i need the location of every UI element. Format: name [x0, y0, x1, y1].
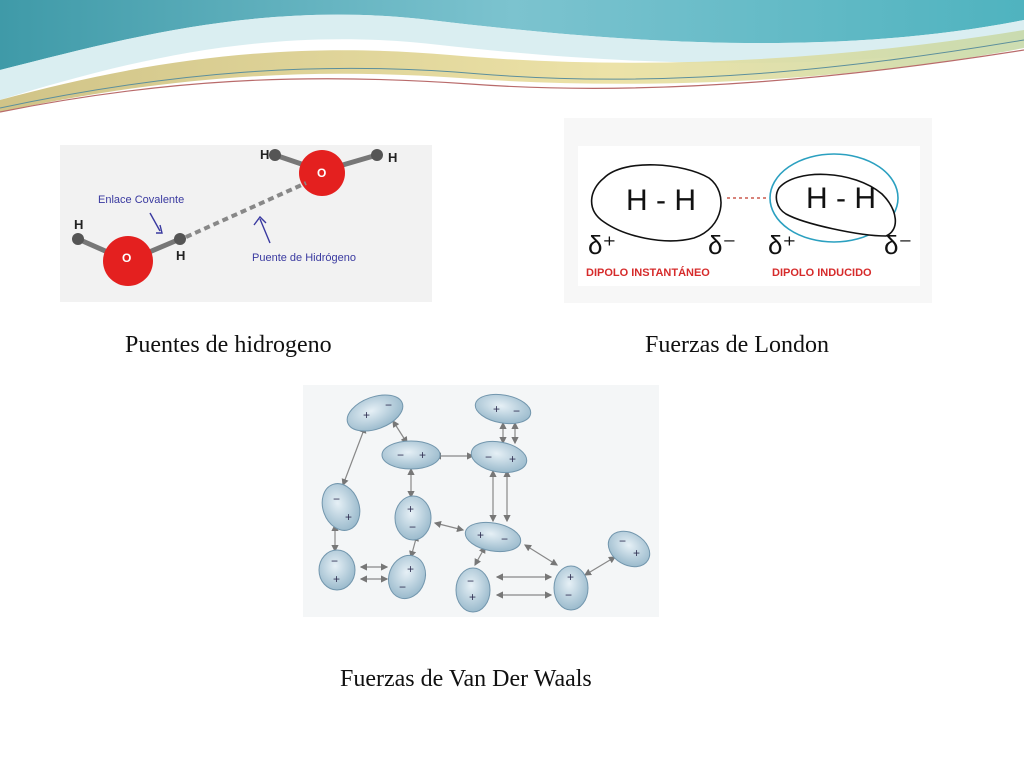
van-der-waals-caption: Fuerzas de Van Der Waals: [340, 666, 592, 692]
molecule-h2-label: H - H: [626, 184, 696, 217]
molecule-h2-label: H - H: [806, 182, 876, 215]
hydrogen-bond-label: Puente de Hidrógeno: [252, 252, 356, 264]
van-der-waals-diagram: + − + − − + − + − + + − + − − + + − − + …: [303, 385, 659, 617]
induced-dipole-label: DIPOLO INDUCIDO: [772, 267, 872, 279]
atom-h-label: H: [74, 217, 83, 232]
atom-h-label: H: [260, 147, 269, 162]
charge-minus: −: [331, 554, 338, 568]
charge-plus: +: [419, 448, 426, 462]
delta-plus-label: δ⁺: [588, 230, 616, 260]
charge-minus: −: [333, 492, 340, 506]
charge-minus: −: [513, 404, 520, 418]
hydrogen-bond-caption: Puentes de hidrogeno: [125, 332, 332, 358]
delta-minus-label: δ⁻: [884, 230, 912, 260]
atom-o-label: O: [122, 251, 131, 265]
hydrogen-bond-diagram: H H O H H O Enlace Covalente Puente de H…: [60, 145, 432, 302]
charge-plus: +: [407, 502, 414, 516]
charge-plus: +: [567, 570, 574, 584]
charge-minus: −: [565, 588, 572, 602]
charge-minus: −: [501, 532, 508, 546]
charge-minus: −: [399, 580, 406, 594]
charge-minus: −: [467, 574, 474, 588]
charge-minus: −: [409, 520, 416, 534]
charge-plus: +: [477, 528, 484, 542]
atom-o-label: O: [317, 166, 326, 180]
charge-plus: +: [333, 572, 340, 586]
charge-plus: +: [363, 408, 370, 422]
charge-plus: +: [407, 562, 414, 576]
london-forces-caption: Fuerzas de London: [645, 332, 829, 358]
header-wave-decoration: [0, 0, 1024, 113]
covalent-bond-label: Enlace Covalente: [98, 194, 184, 206]
charge-minus: −: [485, 450, 492, 464]
charge-minus: −: [619, 534, 626, 548]
london-forces-diagram: H - H H - H δ⁺ δ⁻ δ⁺ δ⁻ DIPOLO INSTANTÁN…: [564, 118, 932, 303]
charge-minus: −: [385, 398, 392, 412]
charge-plus: +: [493, 402, 500, 416]
charge-plus: +: [633, 546, 640, 560]
charge-plus: +: [469, 590, 476, 604]
instant-dipole-label: DIPOLO INSTANTÁNEO: [586, 266, 710, 279]
charge-plus: +: [345, 510, 352, 524]
delta-minus-label: δ⁻: [708, 230, 736, 260]
charge-minus: −: [397, 448, 404, 462]
charge-plus: +: [509, 452, 516, 466]
delta-plus-label: δ⁺: [768, 230, 796, 260]
atom-h-label: H: [176, 248, 185, 263]
atom-h-label: H: [388, 150, 397, 165]
